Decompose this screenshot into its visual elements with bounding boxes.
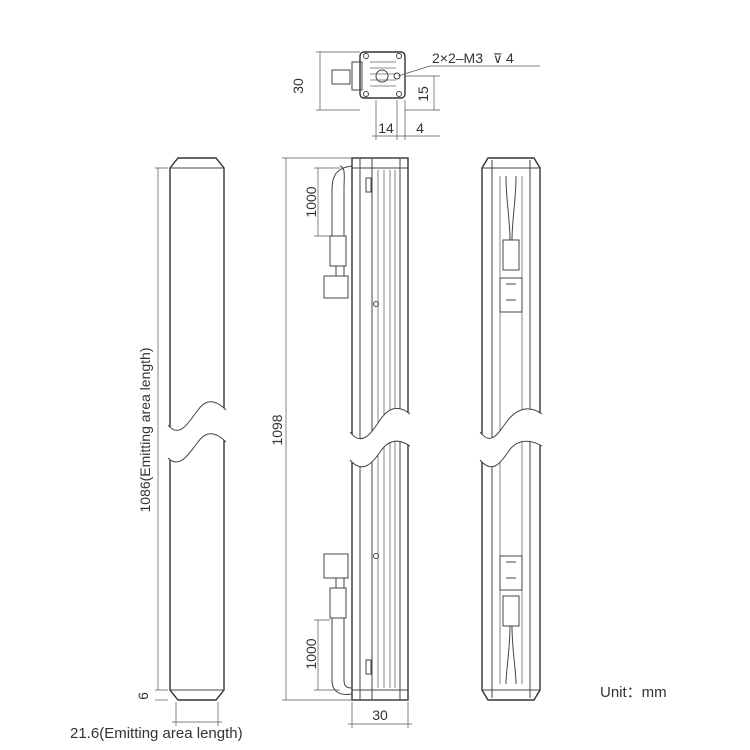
dim-cable-upper: 1000 [303,186,319,217]
thread-depth-icon: ⊽ [493,51,503,66]
thread-depth-label: 4 [506,50,514,66]
back-plug-lower [499,555,523,591]
dim-emitting-width: 21.6(Emitting area length) [70,725,243,742]
mount-hole-icon [363,53,369,59]
end-view-cable-stub [331,69,351,85]
unit-label: Unit：mm [600,684,667,701]
back-connector-upper [502,239,520,271]
connector-upper [329,235,347,267]
mount-hole-icon [396,91,402,97]
thread-hole-icon [393,72,401,80]
side-view: 1000 1000 1098 30 [269,157,412,728]
connector-upper-plug [323,275,349,299]
dim-end-margin: 6 [135,692,151,700]
back-view [479,157,543,701]
connector-lower [329,587,347,619]
dim-total-length: 1098 [269,414,285,445]
dim-emitting-length: 1086(Emitting area length) [137,348,153,513]
end-view: 30 15 14 4 2×2–M3 ⊽ 4 [290,50,540,140]
thread-hole-icon [375,69,389,83]
dim-offset-b: 4 [416,120,424,136]
front-view: 1086(Emitting area length) 6 21.6(Emitti… [70,157,243,742]
back-connector-lower [502,595,520,627]
connector-lower-plug [323,553,349,579]
screw-icon [373,301,379,307]
dim-top-height: 30 [290,78,306,94]
thread-spec-label: 2×2–M3 [432,50,483,66]
dim-cable-lower: 1000 [303,638,319,669]
dim-offset-a: 14 [378,120,394,136]
mount-hole-icon [396,53,402,59]
end-view-fins [370,61,396,87]
end-view-bracket [351,61,363,91]
end-view-body [359,51,406,99]
dim-half-height: 15 [415,86,431,102]
dim-body-width: 30 [372,707,388,723]
screw-icon [373,553,379,559]
back-plug-upper [499,277,523,313]
mount-hole-icon [363,91,369,97]
